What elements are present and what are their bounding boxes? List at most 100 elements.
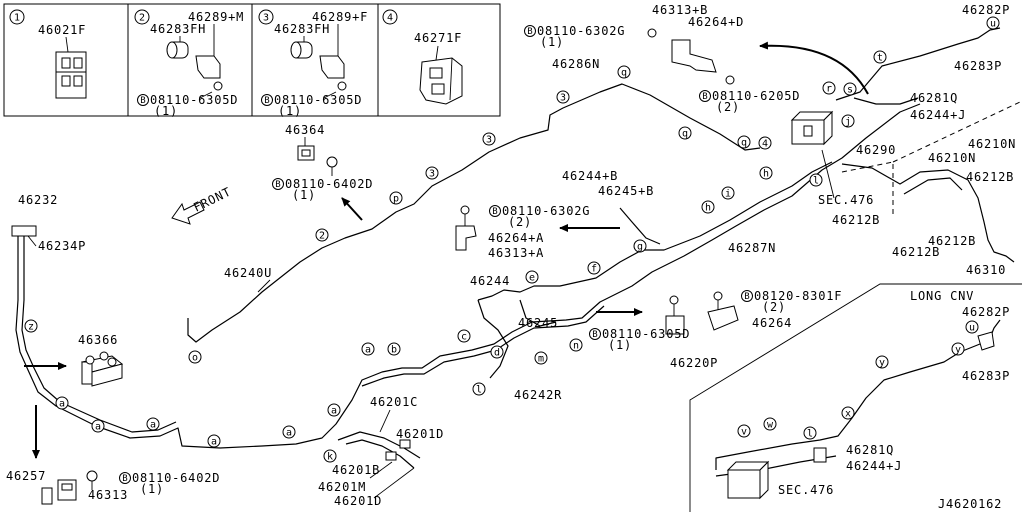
- bolt-quantity: (1): [278, 104, 302, 118]
- part-number-46021F: 46021F: [38, 23, 86, 37]
- svg-text:i: i: [725, 189, 731, 200]
- bolt-number-08110-6305D: 08110-6305D: [150, 93, 238, 107]
- svg-text:f: f: [591, 264, 597, 275]
- pipe-marker: f: [587, 261, 601, 275]
- part-number-46281Q: 46281Q: [846, 443, 894, 457]
- bolt-quantity: (1): [540, 35, 564, 49]
- part-number-46289F: 46289+F: [312, 10, 368, 24]
- clip-46234P: [11, 225, 37, 247]
- part-number-46201D: 46201D: [396, 427, 444, 441]
- svg-text:q: q: [621, 68, 627, 79]
- hose-46201-assembly: [337, 409, 421, 499]
- svg-text:B: B: [140, 96, 145, 106]
- detail-index-2: 2: [134, 9, 150, 25]
- bolt-quantity: (1): [140, 482, 164, 496]
- detail-box-2: 2 46289+M 46283FH B 08110-6305D (1): [134, 9, 243, 118]
- connector-46366: [80, 351, 124, 387]
- part-number-46244J: 46244+J: [910, 108, 966, 122]
- bolt-symbol: B: [524, 25, 536, 37]
- bracket-46264A: [455, 205, 477, 251]
- pipe-marker: 2: [315, 228, 329, 242]
- svg-text:2: 2: [139, 13, 145, 24]
- front-direction-indicator: FRONT: [171, 185, 233, 225]
- pipe-marker: h: [701, 200, 715, 214]
- svg-text:3: 3: [263, 13, 269, 24]
- part-number-46283P: 46283P: [962, 369, 1010, 383]
- bolt-number-08110-6302G: 08110-6302G: [537, 24, 625, 38]
- part-number-46210N: 46210N: [928, 151, 976, 165]
- bolt-number-08110-6402D: 08110-6402D: [285, 177, 373, 191]
- pipe-marker: i: [721, 186, 735, 200]
- pipe-marker: u: [965, 320, 979, 334]
- svg-text:a: a: [331, 406, 337, 417]
- part-number-46201M: 46201M: [318, 480, 366, 494]
- svg-text:B: B: [702, 92, 707, 102]
- bolt-quantity: (1): [292, 188, 316, 202]
- part-number-46212B: 46212B: [832, 213, 880, 227]
- pipe-marker: m: [534, 351, 548, 365]
- pipe-marker: n: [569, 338, 583, 352]
- bolt-symbol: B: [261, 94, 273, 106]
- svg-text:B: B: [744, 292, 749, 302]
- pipe-marker: 4: [758, 136, 772, 150]
- part-number-46313B: 46313+B: [652, 3, 708, 17]
- svg-text:b: b: [391, 345, 397, 356]
- bolt-number-08110-6302G: 08110-6302G: [502, 204, 590, 218]
- grommet-bracket-drawing: [166, 24, 223, 99]
- detail-box-1: 1 46021F: [9, 9, 87, 99]
- part-number-46287N: 46287N: [728, 241, 776, 255]
- pipe-marker: y: [875, 355, 889, 369]
- front-label: FRONT: [191, 185, 233, 215]
- svg-text:2: 2: [319, 231, 325, 242]
- bolt-symbol: B: [741, 290, 753, 302]
- svg-text:a: a: [95, 422, 101, 433]
- clip-46364: [297, 137, 338, 176]
- svg-text:v: v: [741, 427, 747, 438]
- pipe-marker: a: [55, 396, 69, 410]
- svg-text:z: z: [28, 322, 34, 333]
- pipe-marker: w: [763, 417, 777, 431]
- svg-text:3: 3: [486, 135, 492, 146]
- pipe-marker: v: [737, 424, 751, 438]
- part-number-46264A: 46264+A: [488, 231, 544, 245]
- pipe-marker: r: [822, 81, 836, 95]
- svg-text:B: B: [275, 180, 280, 190]
- section-reference-476: SEC.476: [818, 193, 874, 207]
- bolt-quantity: (1): [608, 338, 632, 352]
- part-number-46212B: 46212B: [966, 170, 1014, 184]
- part-number-46245: 46245: [518, 316, 558, 330]
- svg-text:a: a: [286, 428, 292, 439]
- part-number-46212B: 46212B: [928, 234, 976, 248]
- bolt-number-08110-6402D: 08110-6402D: [132, 471, 220, 485]
- pipe-marker: e: [525, 270, 539, 284]
- pipe-marker: l: [809, 173, 823, 187]
- brake-tube-46240U-run: [187, 83, 761, 343]
- bolt-symbol: B: [119, 472, 131, 484]
- pipe-marker: q: [737, 135, 751, 149]
- svg-text:y: y: [879, 358, 885, 369]
- part-number-46366: 46366: [78, 333, 118, 347]
- svg-text:p: p: [393, 194, 399, 205]
- drawing-number: J4620162: [938, 497, 1002, 511]
- pipe-marker: h: [759, 166, 773, 180]
- part-number-46245B: 46245+B: [598, 184, 654, 198]
- part-number-46212B: 46212B: [892, 245, 940, 259]
- part-number-46240U: 46240U: [224, 266, 272, 280]
- bolt-symbol: B: [489, 205, 501, 217]
- svg-text:3: 3: [429, 169, 435, 180]
- bolt-symbol: B: [137, 94, 149, 106]
- part-number-46271F: 46271F: [414, 31, 462, 45]
- clip-46271F-drawing: [419, 45, 463, 105]
- detail-box-panel: [3, 3, 501, 117]
- svg-text:B: B: [527, 27, 532, 37]
- part-number-46264D: 46264+D: [688, 15, 744, 29]
- svg-text:l: l: [476, 385, 482, 396]
- part-number-46364: 46364: [285, 123, 325, 137]
- pipe-marker: g: [633, 239, 647, 253]
- svg-text:4: 4: [762, 139, 768, 150]
- svg-text:e: e: [529, 273, 535, 284]
- abs-actuator-block: [790, 110, 835, 199]
- part-number-46257: 46257: [6, 469, 46, 483]
- part-number-46313: 46313: [88, 488, 128, 502]
